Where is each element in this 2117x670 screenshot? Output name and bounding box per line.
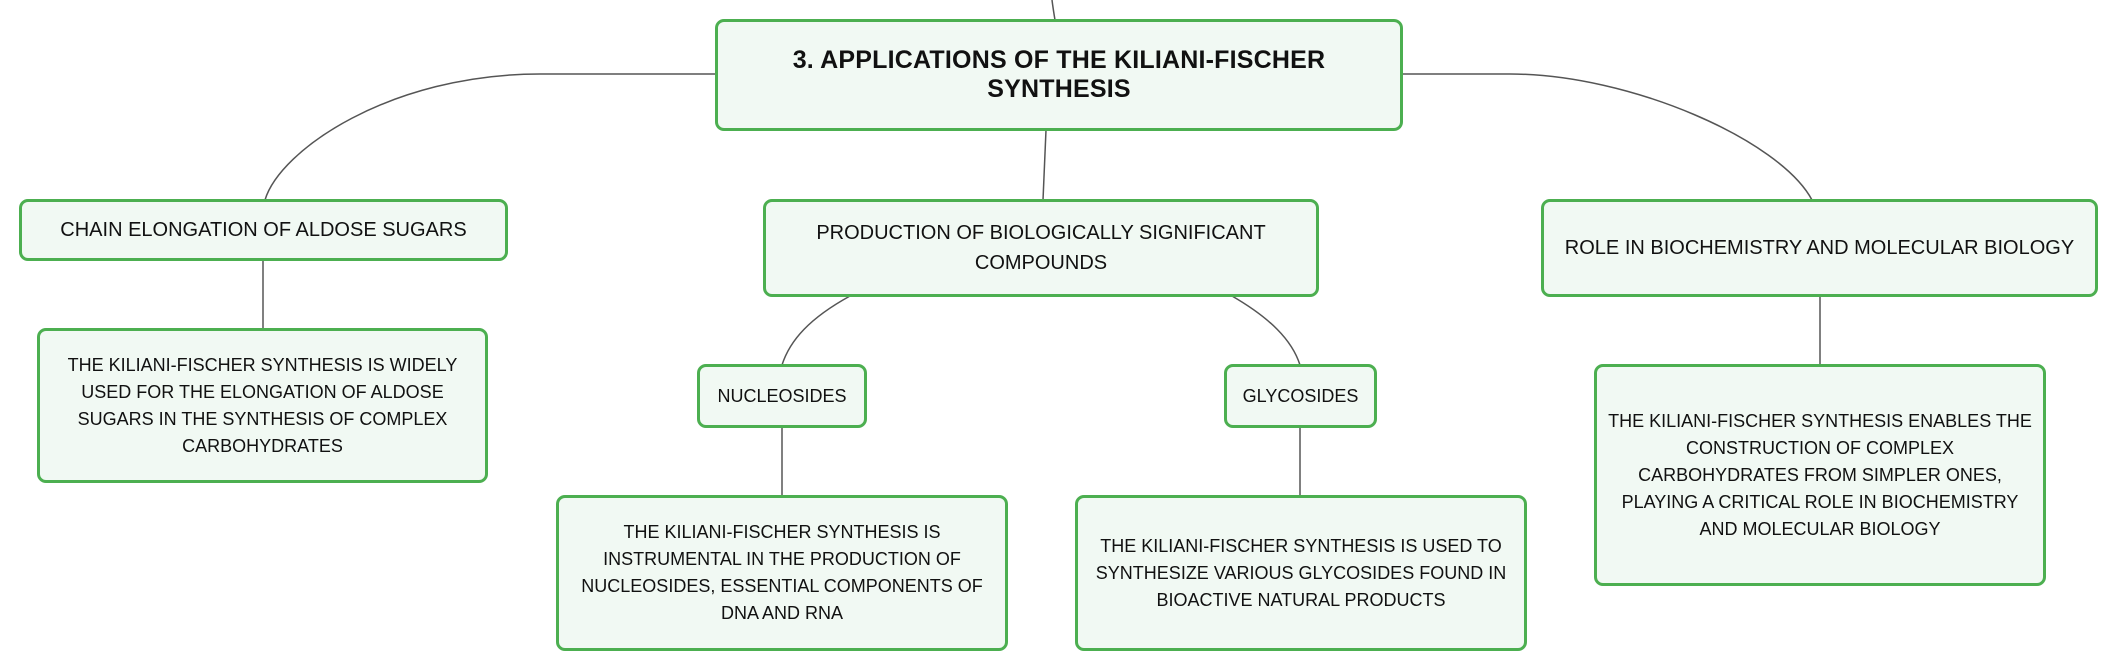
subtopic-glycosides-label: GLYCOSIDES bbox=[1242, 385, 1359, 406]
detail-glycosides-text: THE KILIANI-FISCHER SYNTHESIS IS USED TO… bbox=[1095, 535, 1507, 610]
topic-production[interactable]: PRODUCTION OF BIOLOGICALLY SIGNIFICANT C… bbox=[763, 199, 1319, 297]
detail-chain-elongation-text: THE KILIANI-FISCHER SYNTHESIS IS WIDELY … bbox=[67, 354, 458, 456]
connector-production-to-nucleosides bbox=[781, 295, 851, 366]
subtopic-nucleosides[interactable]: NUCLEOSIDES bbox=[697, 364, 867, 428]
subtopic-nucleosides-label: NUCLEOSIDES bbox=[717, 385, 847, 406]
connector-root-to-production bbox=[1042, 129, 1047, 201]
connector-production-to-glycosides bbox=[1231, 295, 1301, 366]
detail-role[interactable]: THE KILIANI-FISCHER SYNTHESIS ENABLES TH… bbox=[1594, 364, 2046, 586]
detail-nucleosides-text: THE KILIANI-FISCHER SYNTHESIS IS INSTRUM… bbox=[581, 522, 983, 623]
root-topic-label: 3. APPLICATIONS OF THE KILIANI-FISCHER S… bbox=[792, 46, 1326, 103]
root-topic[interactable]: 3. APPLICATIONS OF THE KILIANI-FISCHER S… bbox=[715, 19, 1403, 131]
topic-role-label: ROLE IN BIOCHEMISTRY AND MOLECULAR BIOLO… bbox=[1564, 237, 2075, 259]
connector-to-parent bbox=[1051, 0, 1056, 21]
topic-chain-elongation[interactable]: CHAIN ELONGATION OF ALDOSE SUGARS bbox=[19, 199, 508, 261]
detail-role-text: THE KILIANI-FISCHER SYNTHESIS ENABLES TH… bbox=[1608, 410, 2032, 539]
topic-production-label: PRODUCTION OF BIOLOGICALLY SIGNIFICANT C… bbox=[816, 222, 1266, 274]
connector-root-to-chain bbox=[264, 73, 716, 201]
topic-chain-elongation-label: CHAIN ELONGATION OF ALDOSE SUGARS bbox=[60, 219, 467, 241]
subtopic-glycosides[interactable]: GLYCOSIDES bbox=[1224, 364, 1377, 428]
detail-glycosides[interactable]: THE KILIANI-FISCHER SYNTHESIS IS USED TO… bbox=[1075, 495, 1527, 651]
detail-chain-elongation[interactable]: THE KILIANI-FISCHER SYNTHESIS IS WIDELY … bbox=[37, 328, 488, 483]
topic-role[interactable]: ROLE IN BIOCHEMISTRY AND MOLECULAR BIOLO… bbox=[1541, 199, 2098, 297]
detail-nucleosides[interactable]: THE KILIANI-FISCHER SYNTHESIS IS INSTRUM… bbox=[556, 495, 1008, 651]
connector-root-to-role bbox=[1402, 73, 1813, 201]
